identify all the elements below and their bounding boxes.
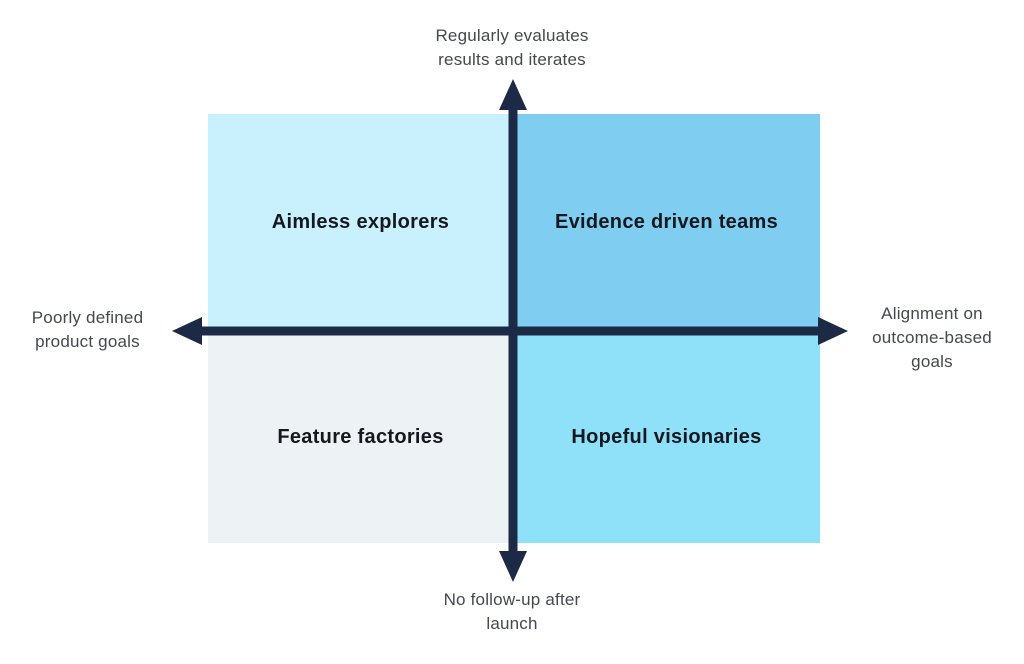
arrowhead-up-icon <box>499 79 527 110</box>
quadrant-bottom-left-label: Feature factories <box>277 425 444 448</box>
left-axis-label-line2: product goals <box>35 332 140 351</box>
top-axis-label: Regularly evaluates results and iterates <box>357 24 667 72</box>
right-axis-label-line3: goals <box>911 352 953 371</box>
quadrant-bottom-left: Feature factories <box>208 331 513 543</box>
quadrant-top-right: Evidence driven teams <box>513 114 820 331</box>
arrowhead-down-icon <box>499 551 527 582</box>
quadrant-top-left: Aimless explorers <box>208 114 513 331</box>
arrowhead-right-icon <box>818 317 848 345</box>
left-axis-label-line1: Poorly defined <box>31 308 144 327</box>
quadrant-bottom-right: Hopeful visionaries <box>513 331 820 543</box>
right-axis-label: Alignment on outcome-based goals <box>854 302 1010 374</box>
left-axis-label: Poorly defined product goals <box>10 306 165 354</box>
right-axis-label-line1: Alignment on <box>881 304 983 323</box>
quadrant-top-right-label: Evidence driven teams <box>554 211 779 233</box>
right-axis-label-line2: outcome-based <box>872 328 992 347</box>
top-axis-label-line2: results and iterates <box>438 50 586 69</box>
bottom-axis-label: No follow-up after launch <box>362 588 662 636</box>
quadrant-top-left-label: Aimless explorers <box>271 211 450 233</box>
bottom-axis-label-line1: No follow-up after <box>443 590 581 609</box>
arrowhead-left-icon <box>172 317 202 345</box>
bottom-axis-label-line2: launch <box>486 614 538 633</box>
quadrant-bottom-right-label: Hopeful visionaries <box>571 425 762 448</box>
top-axis-label-line1: Regularly evaluates <box>435 26 589 45</box>
